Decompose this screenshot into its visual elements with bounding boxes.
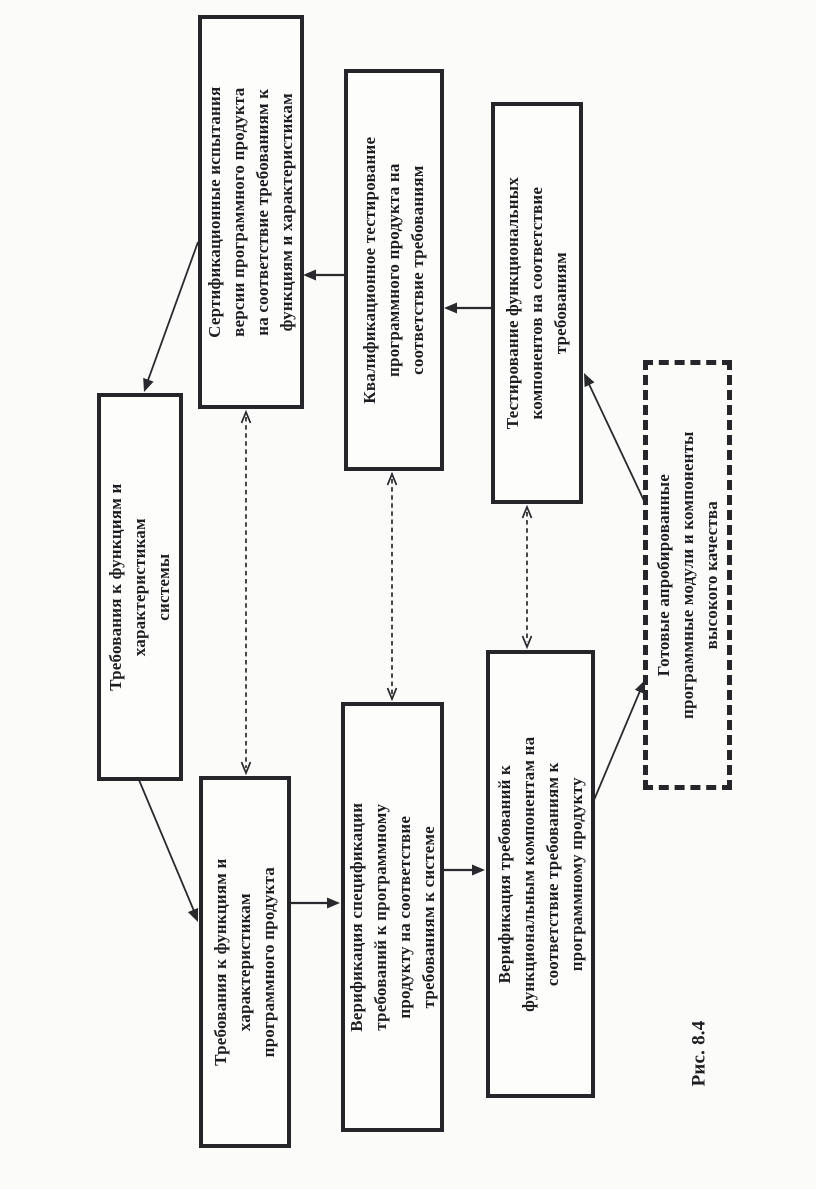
box-spec-verification-label: Верификация спецификации требований к пр… xyxy=(346,802,438,1032)
box-product-requirements: Требования к функциям и характеристикам … xyxy=(199,776,291,1148)
arrow-component-testing-to-qualification xyxy=(444,302,491,314)
box-ready-modules-label: Готовые апробированные программные модул… xyxy=(653,431,721,719)
box-product-requirements-label: Требования к функциям и характеристикам … xyxy=(210,858,279,1066)
arrow-component-verification-to-ready-modules xyxy=(593,680,645,801)
arrow-spec-verification-to-component-verification xyxy=(444,864,485,876)
box-certification-testing: Сертификационные испытания версии програ… xyxy=(198,15,304,409)
dashed-arrow-qualification-spec-verification xyxy=(386,471,398,702)
box-component-verification-label: Верификация требований к функциональным … xyxy=(494,736,586,1012)
arrow-certification-to-system-requirements xyxy=(143,241,199,392)
figure-caption: Рис. 8.4 xyxy=(688,1020,710,1086)
arrow-qualification-to-certification xyxy=(303,269,344,281)
box-qualification-testing-label: Квалификационное тестирование программно… xyxy=(359,136,428,404)
box-system-requirements-label: Требования к функциям и характеристикам … xyxy=(105,483,174,691)
arrow-system-to-product-requirements xyxy=(138,779,199,922)
box-system-requirements: Требования к функциям и характеристикам … xyxy=(97,393,183,781)
box-spec-verification: Верификация спецификации требований к пр… xyxy=(341,702,444,1132)
box-qualification-testing: Квалификационное тестирование программно… xyxy=(344,69,444,471)
arrow-ready-modules-to-component-testing xyxy=(584,373,647,506)
dashed-arrow-component-testing-component-verification xyxy=(521,504,533,650)
figure-caption-wrap: Рис. 8.4 xyxy=(678,1008,722,1098)
arrow-product-requirements-to-spec-verification xyxy=(291,897,340,909)
box-component-verification: Верификация требований к функциональным … xyxy=(486,650,595,1098)
box-component-testing: Тестирование функциональных компонентов … xyxy=(491,102,583,504)
box-ready-modules: Готовые апробированные программные модул… xyxy=(643,360,732,790)
dashed-arrow-certification-product-requirements xyxy=(240,409,252,776)
box-component-testing-label: Тестирование функциональных компонентов … xyxy=(502,176,571,430)
box-certification-testing-label: Сертификационные испытания версии програ… xyxy=(204,86,297,338)
